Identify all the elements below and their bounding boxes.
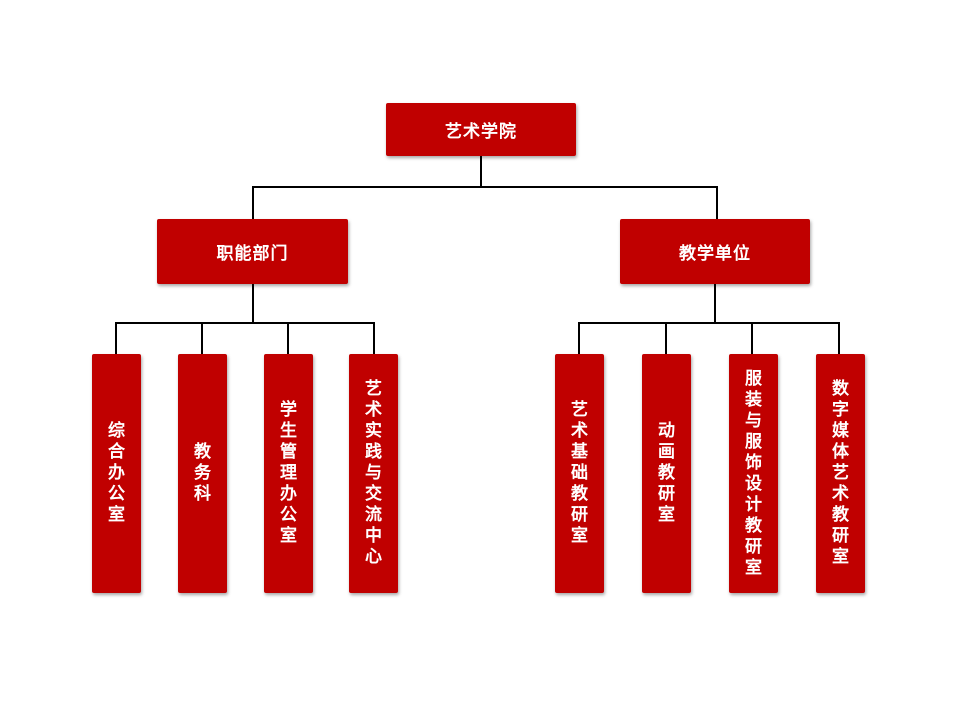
unit-node-label: 教务科 [194,442,211,504]
unit-node: 服装与服饰设计教研室 [729,354,778,593]
connector-level1-bar [252,186,718,188]
unit-node: 艺术实践与交流中心 [349,354,398,593]
unit-node-label: 服装与服饰设计教研室 [745,368,762,578]
connector-unit-1-1 [665,322,667,354]
unit-node: 学生管理办公室 [264,354,313,593]
unit-node-label: 综合办公室 [108,421,125,525]
connector-to-group-0 [252,186,254,219]
connector-unit-1-3 [838,322,840,354]
connector-group-1-down [714,284,716,324]
connector-group-0-down [252,284,254,324]
group-node-label: 教学单位 [679,244,751,264]
connector-group-1-bar [578,322,840,324]
connector-root-down [480,156,482,188]
connector-unit-1-2 [751,322,753,354]
connector-group-0-bar [115,322,375,324]
unit-node: 教务科 [178,354,227,593]
connector-unit-1-0 [578,322,580,354]
unit-node-label: 艺术实践与交流中心 [365,379,382,567]
connector-to-group-1 [716,186,718,219]
root-node: 艺术学院 [386,103,576,156]
group-node-functional-departments: 职能部门 [157,219,348,284]
unit-node-label: 学生管理办公室 [280,400,297,546]
unit-node: 艺术基础教研室 [555,354,604,593]
unit-node-label: 艺术基础教研室 [571,400,588,546]
group-node-teaching-units: 教学单位 [620,219,810,284]
unit-node-label: 动画教研室 [658,421,675,525]
root-node-label: 艺术学院 [445,122,517,142]
connector-unit-0-1 [201,322,203,354]
group-node-label: 职能部门 [216,244,289,264]
unit-node-label: 数字媒体艺术教研室 [832,379,849,567]
connector-unit-0-0 [115,322,117,354]
connector-unit-0-3 [373,322,375,354]
unit-node: 数字媒体艺术教研室 [816,354,865,593]
connector-unit-0-2 [287,322,289,354]
unit-node: 动画教研室 [642,354,691,593]
unit-node: 综合办公室 [92,354,141,593]
